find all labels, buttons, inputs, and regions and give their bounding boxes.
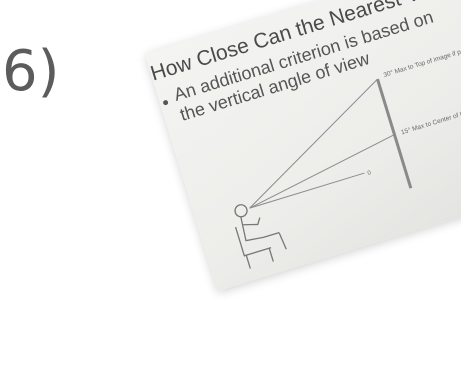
annotation-center-of-image: 15° Max to Center of Image if possible.	[400, 96, 461, 136]
projected-slide: How Close Can the Nearest Viewer Be? An …	[145, 0, 461, 291]
angle-label: 0	[367, 170, 373, 177]
viewing-angle-diagram: 30° Max to Top of image if possible. 15°…	[145, 0, 461, 291]
section-number-label: 6)	[2, 44, 59, 100]
annotation-top-of-image: 30° Max to Top of image if possible.	[382, 41, 461, 79]
sight-lines	[224, 79, 402, 208]
seated-viewer-icon	[230, 196, 289, 269]
